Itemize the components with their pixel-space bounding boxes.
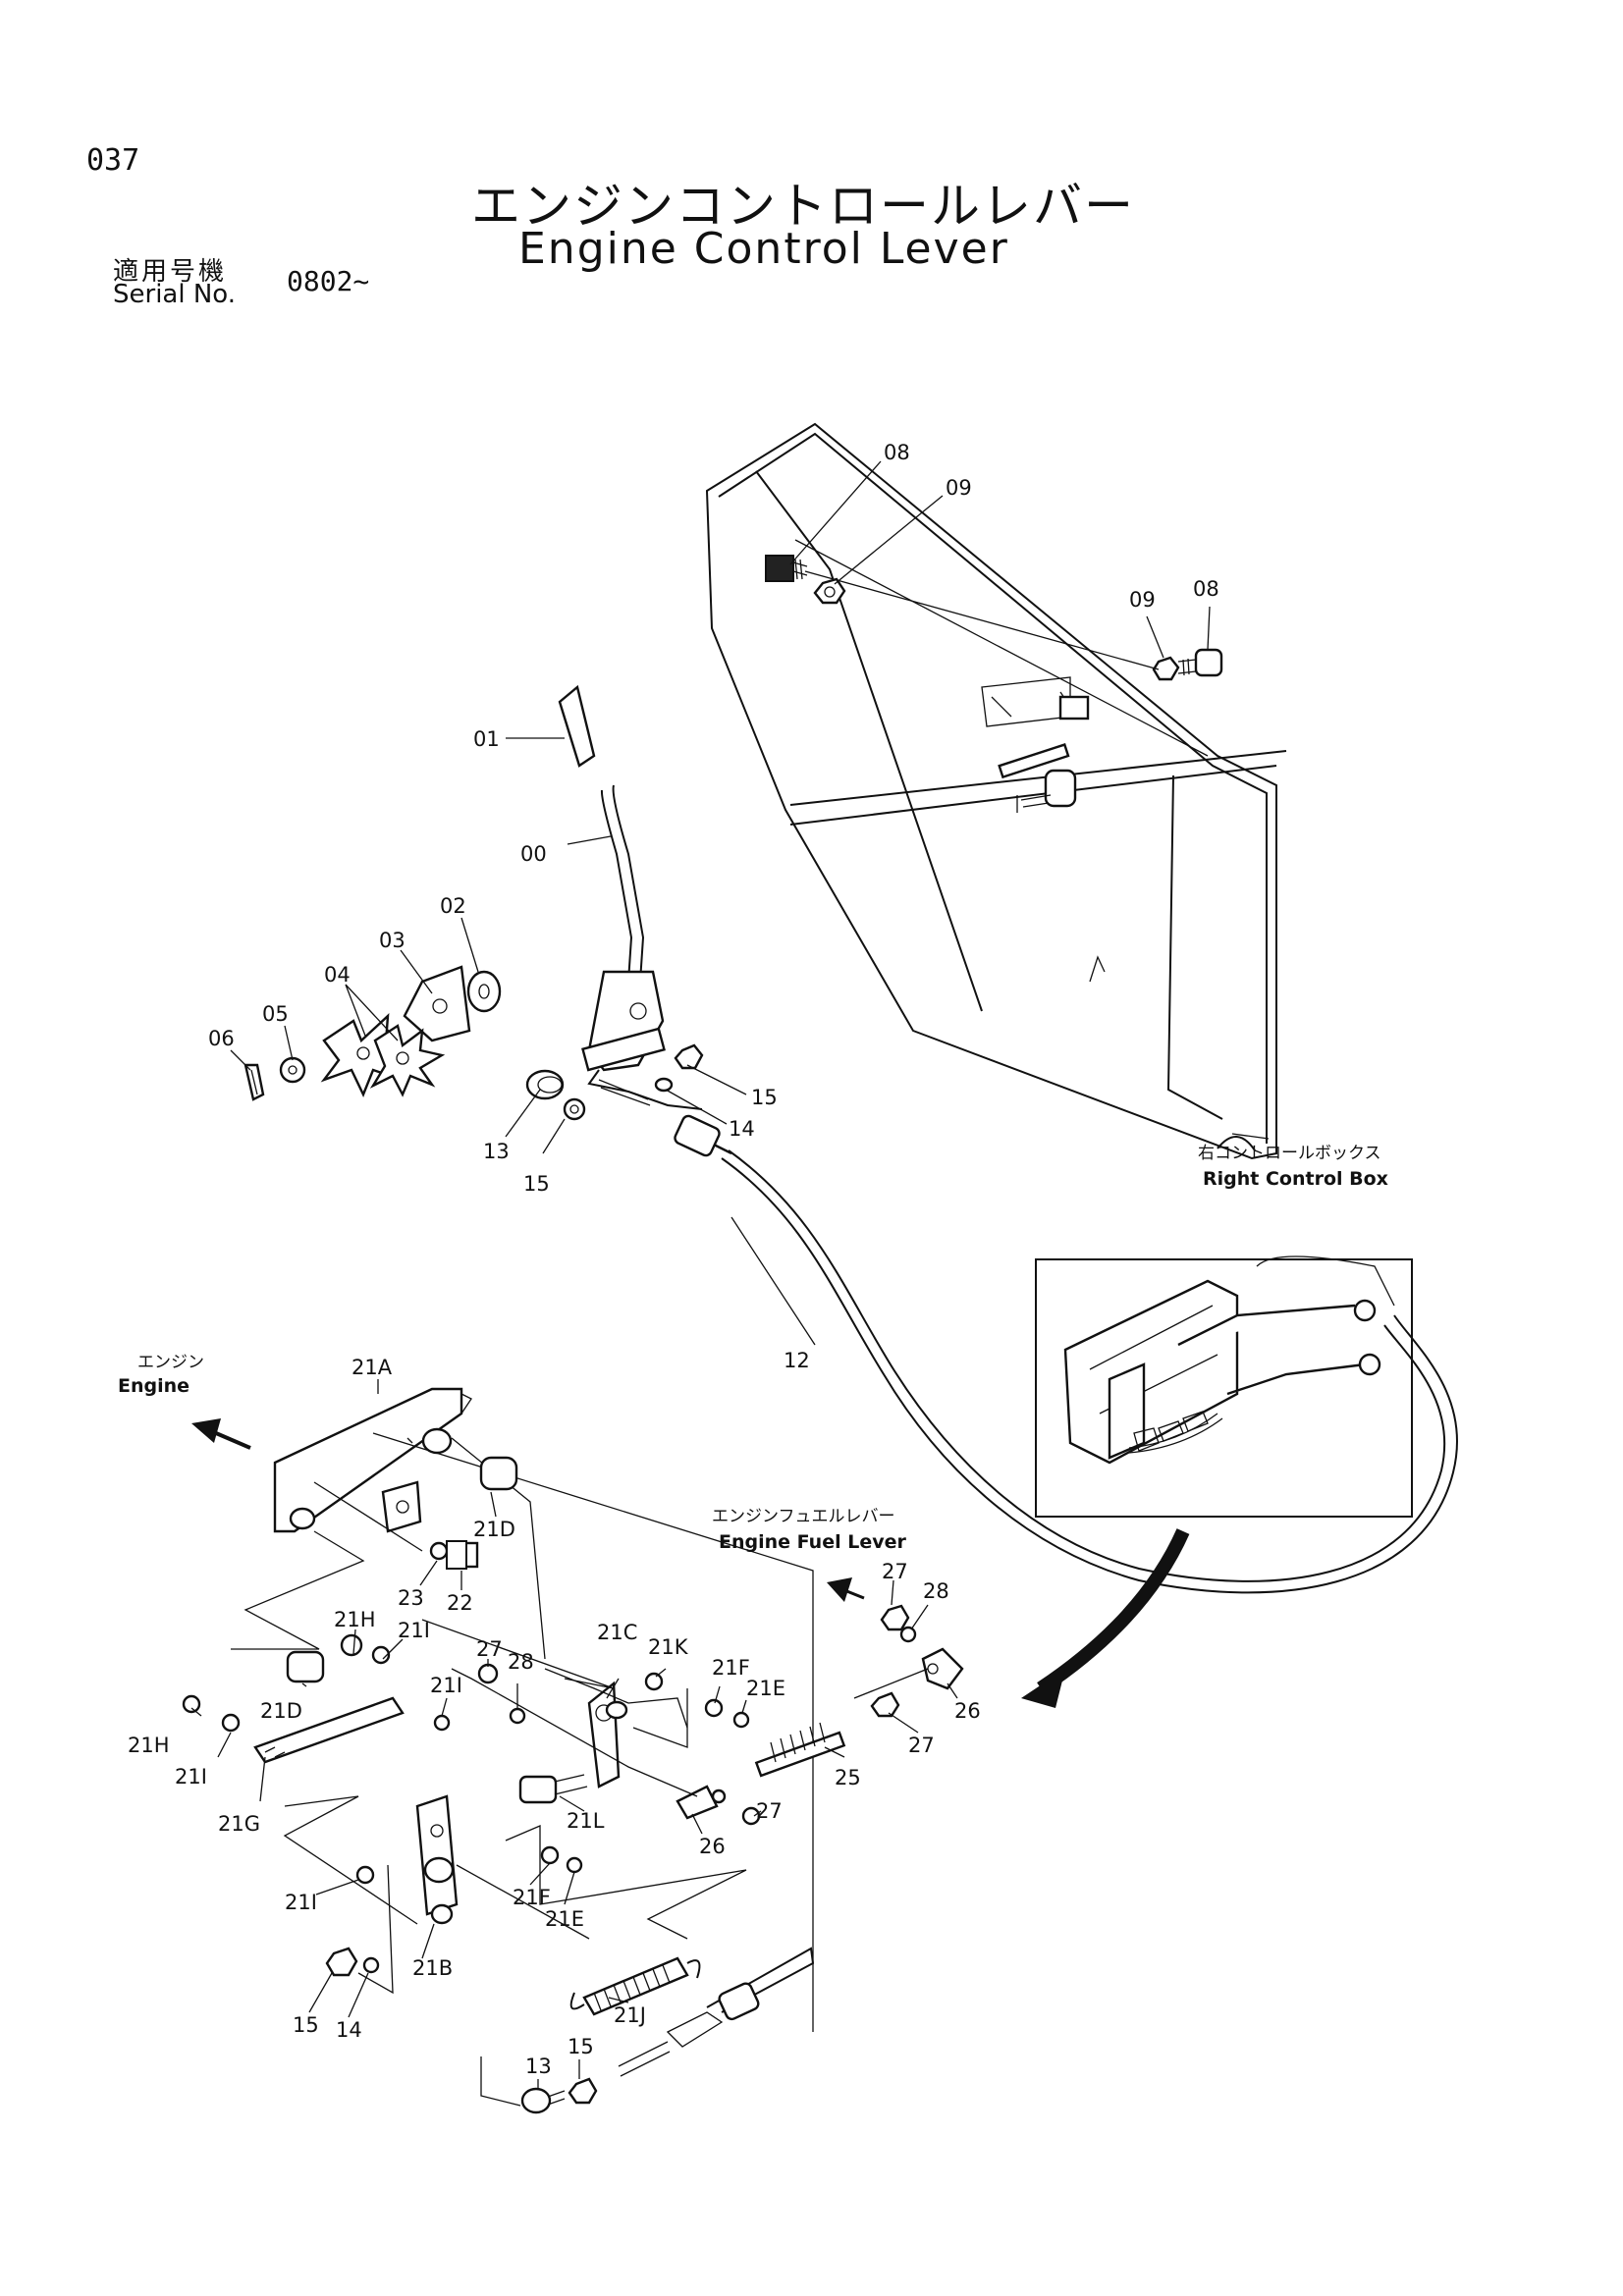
serial-label-english: Serial No. bbox=[113, 280, 236, 309]
callout-label: 21C bbox=[597, 1621, 637, 1644]
callout-label: 06 bbox=[208, 1027, 235, 1050]
detail-inset bbox=[1035, 1255, 1413, 1518]
fuel-lever-linkage bbox=[754, 1577, 964, 1778]
engine-arrow bbox=[191, 1418, 251, 1450]
callout-label: 27 bbox=[908, 1734, 935, 1757]
callout-label: 05 bbox=[262, 1002, 289, 1026]
callout-label: 21B bbox=[412, 1956, 453, 1980]
control-lever bbox=[558, 684, 666, 1072]
engine-label: Engine bbox=[118, 1375, 189, 1397]
callout-labels: 08 09 09 08 01 00 02 03 04 05 06 13 15 1… bbox=[128, 441, 1219, 2078]
callout-label: 00 bbox=[520, 842, 547, 866]
callout-label: 21I bbox=[398, 1619, 430, 1642]
callout-label: 21E bbox=[746, 1677, 785, 1700]
callout-label: 21F bbox=[712, 1656, 750, 1680]
callout-label: 21I bbox=[285, 1891, 317, 1914]
callout-label: 09 bbox=[946, 476, 972, 500]
engine-label-jp: エンジン bbox=[137, 1353, 204, 1372]
callout-label: 21I bbox=[175, 1765, 207, 1789]
lower-cable-end bbox=[480, 1947, 815, 2114]
callout-label: 13 bbox=[525, 2055, 552, 2078]
control-cable bbox=[587, 1069, 1459, 1594]
serial-number-value: 0802~ bbox=[287, 265, 370, 297]
callout-label: 22 bbox=[447, 1591, 473, 1615]
callout-label: 21E bbox=[545, 1907, 584, 1931]
title-english: Engine Control Lever bbox=[518, 224, 1009, 274]
callout-label: 26 bbox=[699, 1835, 726, 1858]
callout-label: 21J bbox=[614, 2003, 646, 2027]
callout-label: 02 bbox=[440, 894, 466, 918]
callout-label: 15 bbox=[293, 2013, 319, 2037]
linkage-parts bbox=[182, 1456, 761, 1826]
callout-label: 28 bbox=[508, 1650, 534, 1674]
return-spring-21J bbox=[569, 1956, 701, 2016]
callout-label: 23 bbox=[398, 1586, 424, 1610]
callout-label: 13 bbox=[483, 1140, 510, 1163]
callout-label: 01 bbox=[473, 727, 500, 751]
right-control-box-label: Right Control Box bbox=[1203, 1168, 1388, 1190]
callout-label: 03 bbox=[379, 929, 406, 952]
lever-hardware-left bbox=[243, 965, 704, 1121]
callout-label: 21G bbox=[218, 1812, 260, 1836]
fuel-lever-label: Engine Fuel Lever bbox=[719, 1531, 906, 1553]
leader-lines bbox=[190, 460, 1270, 2089]
callout-label: 21H bbox=[334, 1608, 376, 1631]
callout-label: 27 bbox=[756, 1799, 783, 1823]
callout-label: 14 bbox=[336, 2018, 362, 2042]
lower-lever-21B bbox=[283, 1794, 747, 1995]
callout-label: 21L bbox=[567, 1809, 605, 1833]
serial-label-japanese: 適用号機 bbox=[113, 257, 228, 287]
title-japanese: エンジンコントロールレバー bbox=[471, 178, 1135, 235]
direction-arrow-curved bbox=[1021, 1528, 1190, 1708]
callout-label: 15 bbox=[568, 2035, 594, 2058]
callout-label: 14 bbox=[729, 1117, 755, 1141]
callout-label: 08 bbox=[884, 441, 910, 464]
callout-label: 15 bbox=[751, 1086, 778, 1109]
callout-label: 21I bbox=[430, 1674, 462, 1697]
control-box-fasteners bbox=[765, 555, 1223, 813]
captions: 右コントロールボックス Right Control Box エンジン Engin… bbox=[118, 1144, 1388, 1553]
callout-label: 12 bbox=[784, 1349, 810, 1372]
callout-label: 21A bbox=[352, 1356, 393, 1379]
callout-label: 08 bbox=[1193, 577, 1219, 601]
callout-label: 27 bbox=[476, 1637, 503, 1661]
callout-label: 04 bbox=[324, 963, 351, 987]
callout-label: 21F bbox=[513, 1886, 551, 1909]
fuel-lever-label-jp: エンジンフュエルレバー bbox=[712, 1507, 895, 1526]
callout-label: 09 bbox=[1129, 588, 1156, 612]
callout-label: 21D bbox=[260, 1699, 302, 1723]
callout-label: 21K bbox=[648, 1635, 689, 1659]
callout-label: 21D bbox=[473, 1518, 515, 1541]
right-control-box bbox=[705, 422, 1287, 1160]
right-control-box-label-jp: 右コントロールボックス bbox=[1198, 1144, 1381, 1163]
callout-label: 26 bbox=[954, 1699, 981, 1723]
callout-label: 28 bbox=[923, 1579, 949, 1603]
callout-label: 27 bbox=[882, 1560, 908, 1583]
callout-label: 15 bbox=[523, 1172, 550, 1196]
engine-bracket-21A bbox=[231, 1387, 814, 2032]
page-number: 037 bbox=[86, 143, 140, 178]
callout-label: 25 bbox=[835, 1766, 861, 1789]
callout-label: 21H bbox=[128, 1734, 170, 1757]
